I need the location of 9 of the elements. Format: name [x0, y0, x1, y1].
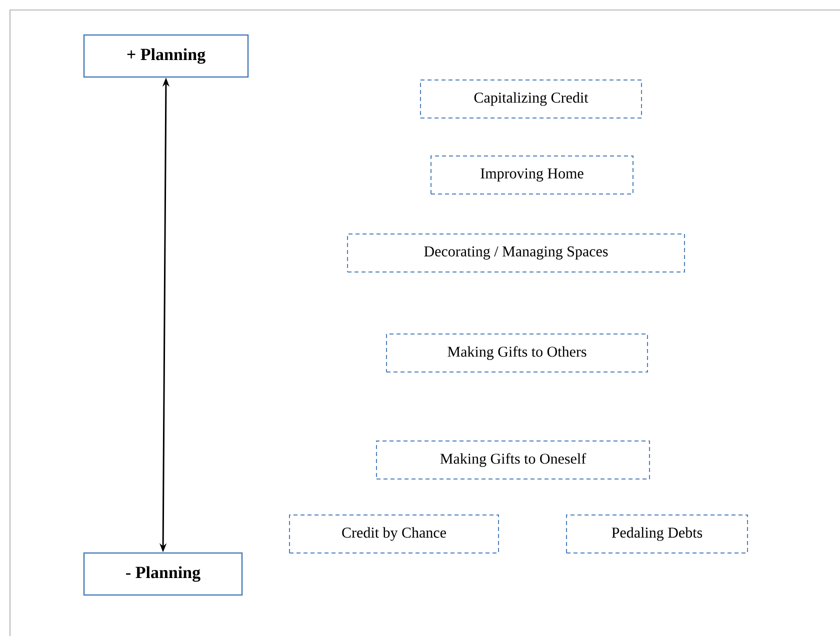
planning-box: + Planning [83, 34, 249, 78]
category-box: Decorating / Managing Spaces [347, 233, 685, 272]
category-box: Capitalizing Credit [420, 80, 642, 118]
category-box: Making Gifts to Others [386, 334, 648, 372]
category-box: Credit by Chance [289, 514, 499, 554]
category-box: Making Gifts to Oneself [376, 440, 650, 480]
planning-box: - Planning [83, 552, 243, 596]
category-box: Pedaling Debts [566, 514, 748, 554]
category-box: Improving Home [430, 155, 634, 194]
